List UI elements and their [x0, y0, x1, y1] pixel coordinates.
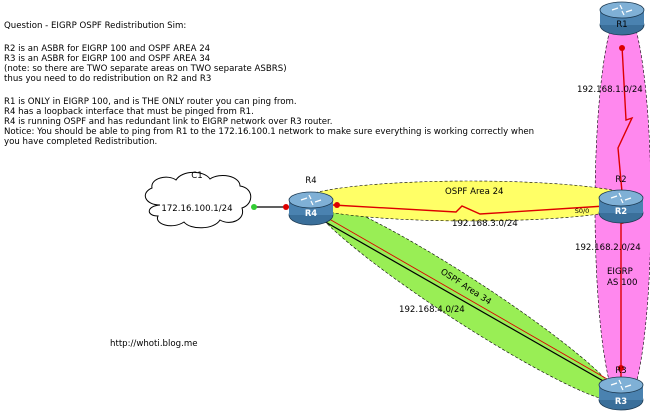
link-r1-r2-label: 192.168.1.0/24	[577, 85, 643, 95]
router-r3[interactable]	[598, 376, 644, 411]
link-r4-r2	[332, 204, 606, 215]
link-r4-r3	[321, 219, 613, 387]
interface-dot	[334, 202, 340, 208]
router-r1[interactable]	[599, 1, 645, 36]
interface-dot-green	[251, 204, 257, 210]
cloud-network-label: 172.16.100.1/24	[161, 204, 232, 214]
router-r3-top-label: R3	[615, 365, 626, 375]
question-line: R1 is ONLY in EIGRP 100, and is THE ONLY…	[4, 97, 297, 107]
question-line: R4 has a loopback interface that must be…	[4, 107, 254, 117]
router-r1-label: R1	[616, 19, 627, 29]
router-r4-top-label: R4	[305, 175, 316, 185]
router-r2-top-label: R2	[615, 174, 626, 184]
link-r4-r2-label: 192.168.3.0/24	[452, 219, 518, 229]
link-r4-r3-red	[323, 215, 615, 384]
question-line: thus you need to do redistribution on R2…	[4, 74, 211, 84]
router-r2[interactable]	[598, 189, 644, 224]
router-r3-icon-label: R3	[615, 396, 627, 406]
eigrp-label-line1: EIGRP	[607, 267, 633, 277]
cloud-c1[interactable]: 172.16.100.1/24	[144, 171, 252, 229]
interface-dot	[618, 365, 624, 371]
question-text: Question - EIGRP OSPF Redistribution Sim…	[4, 21, 534, 147]
watermark-text: http://whoti.blog.me	[110, 339, 198, 349]
eigrp-label-line2: AS 100	[607, 278, 637, 288]
interface-dot	[283, 204, 289, 210]
router-r2-icon-label: R2	[615, 206, 627, 216]
router-r4-icon-label: R4	[305, 208, 317, 218]
question-line: R2 is an ASBR for EIGRP 100 and OSPF ARE…	[4, 44, 210, 54]
interface-dot	[619, 45, 625, 51]
question-line: Notice: You should be able to ping from …	[4, 127, 534, 137]
r2-interface-label: S0/0	[575, 207, 590, 215]
link-r4-r3-label: 192.168.4.0/24	[399, 305, 465, 315]
question-line: you have completed Redistribution.	[4, 137, 157, 147]
question-line: R3 is an ASBR for EIGRP 100 and OSPF ARE…	[4, 54, 210, 64]
router-r4[interactable]	[288, 191, 334, 226]
link-r1-r2	[617, 45, 634, 193]
question-line: (note: so there are TWO separate areas o…	[4, 64, 287, 74]
question-line: R4 is running OSPF and has redundant lin…	[4, 117, 332, 127]
cloud-name-label: C1	[191, 171, 202, 181]
link-r2-r3-label: 192.168.2.0/24	[575, 243, 641, 253]
ospf-area-24-label: OSPF Area 24	[445, 187, 504, 197]
question-title: Question - EIGRP OSPF Redistribution Sim…	[4, 21, 186, 31]
